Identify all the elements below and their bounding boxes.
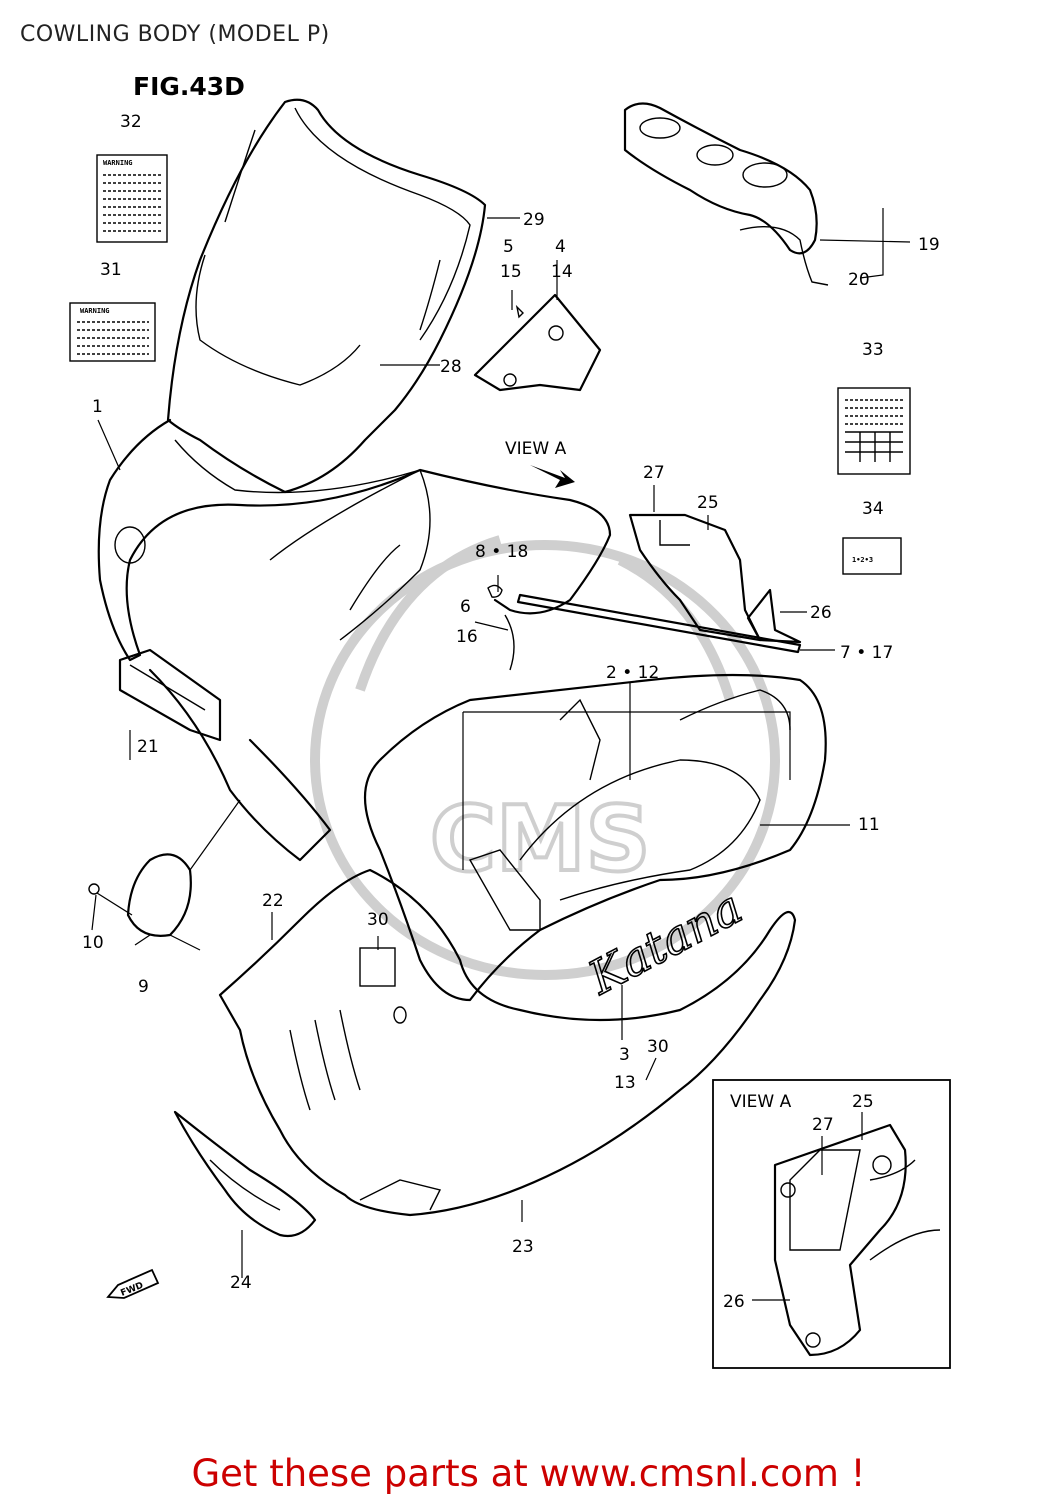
svg-text:4: 4 [555,237,566,257]
svg-text:25: 25 [697,493,719,513]
callout-labels: 32 31 29 5 15 4 14 19 20 28 33 1 27 25 3… [82,112,940,1293]
svg-text:32: 32 [120,112,142,132]
windscreen[interactable] [166,98,487,494]
label-sticker-33 [837,387,911,475]
svg-text:29: 29 [523,210,545,230]
svg-text:9: 9 [138,977,149,997]
figure-label: FIG.43D [133,72,245,101]
warning-sticker-32: WARNING [96,154,168,243]
cover-lens[interactable] [126,799,241,951]
svg-text:30: 30 [367,910,389,930]
svg-text:31: 31 [100,260,122,280]
inner-panel[interactable] [473,293,602,392]
svg-text:14: 14 [551,262,573,282]
bracket[interactable] [173,1110,317,1238]
fwd-arrow-icon: FWD [106,1268,160,1299]
svg-text:20: 20 [848,270,870,290]
svg-text:19: 19 [918,235,940,255]
svg-text:30: 30 [647,1037,669,1057]
svg-text:34: 34 [862,499,884,519]
instrument-cover[interactable] [623,102,829,286]
svg-text:23: 23 [512,1237,534,1257]
svg-text:6: 6 [460,597,471,617]
warning-sticker-31: WARNING [69,302,156,362]
svg-text:1: 1 [92,397,103,417]
svg-text:26: 26 [810,603,832,623]
svg-text:13: 13 [614,1073,636,1093]
view-a-arrow: VIEW A [505,439,575,488]
inner-panels[interactable] [487,513,802,671]
svg-text:VIEW A: VIEW A [505,439,567,459]
svg-text:11: 11 [858,815,880,835]
svg-text:22: 22 [262,891,284,911]
parts-diagram: CMS FIG.43D Katana [69,72,951,1369]
svg-text:Katana: Katana [579,880,751,1006]
upper-cowling[interactable] [97,418,612,862]
svg-text:8 • 18: 8 • 18 [475,542,528,562]
svg-text:WARNING: WARNING [103,159,133,167]
svg-text:28: 28 [440,357,462,377]
svg-text:26: 26 [723,1292,745,1312]
svg-text:WARNING: WARNING [80,307,110,315]
svg-text:15: 15 [500,262,522,282]
page-title: COWLING BODY (MODEL P) [20,22,330,47]
screw[interactable] [88,883,133,916]
svg-text:24: 24 [230,1273,252,1293]
view-a-inset: VIEW A 25 27 26 [712,1079,951,1369]
svg-text:3: 3 [619,1045,630,1065]
svg-text:2 • 12: 2 • 12 [606,663,659,683]
svg-text:16: 16 [456,627,478,647]
air-duct[interactable] [118,648,222,742]
svg-text:1•2•3: 1•2•3 [852,556,873,564]
svg-text:25: 25 [852,1092,874,1112]
svg-text:10: 10 [82,933,104,953]
leader-lines [91,208,911,1278]
svg-text:33: 33 [862,340,884,360]
svg-text:VIEW A: VIEW A [730,1092,792,1112]
watermark-logo: CMS [310,535,780,980]
svg-text:CMS: CMS [430,787,650,892]
svg-text:5: 5 [503,237,514,257]
svg-text:27: 27 [643,463,665,483]
svg-text:7 • 17: 7 • 17 [840,643,893,663]
label-sticker-34: 1•2•3 [842,537,902,575]
cmsnl-footer-link[interactable]: Get these parts at www.cmsnl.com ! [191,1452,866,1495]
svg-text:27: 27 [812,1115,834,1135]
svg-text:21: 21 [137,737,159,757]
